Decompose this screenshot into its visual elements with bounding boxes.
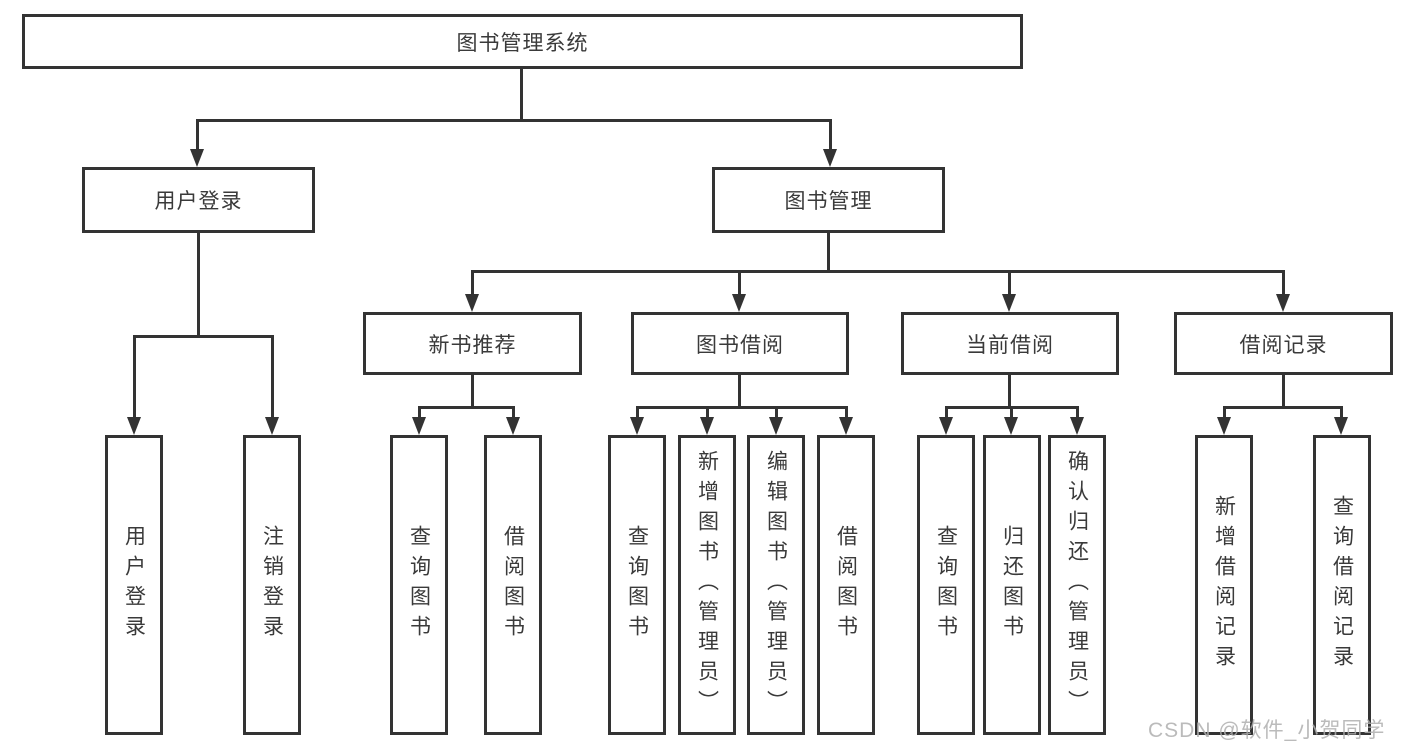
- node-label: 编辑图书（管理员）: [764, 450, 788, 720]
- connector-line: [197, 233, 200, 338]
- connector-line: [133, 335, 274, 338]
- node-borrow-books-1: 借阅图书: [484, 435, 542, 735]
- node-query-borrow-record: 查询借阅记录: [1313, 435, 1371, 735]
- connector-line: [738, 375, 741, 409]
- node-logout: 注销登录: [243, 435, 301, 735]
- node-label: 查询图书: [625, 525, 649, 645]
- node-query-books-1: 查询图书: [390, 435, 448, 735]
- node-borrow-books-2: 借阅图书: [817, 435, 875, 735]
- connector-line: [738, 270, 741, 298]
- arrowhead: [465, 294, 479, 312]
- connector-line: [1008, 270, 1011, 298]
- connector-line: [636, 406, 848, 409]
- connector-line: [520, 69, 523, 121]
- node-label: 用户登录: [154, 190, 243, 213]
- node-confirm-return-admin: 确认归还（管理员）: [1048, 435, 1106, 735]
- connector-line: [827, 233, 830, 273]
- connector-line: [471, 270, 474, 298]
- node-add-books-admin: 新增图书（管理员）: [678, 435, 736, 735]
- arrowhead: [939, 417, 953, 435]
- node-query-books-3: 查询图书: [917, 435, 975, 735]
- node-edit-books-admin: 编辑图书（管理员）: [747, 435, 805, 735]
- connector-line: [706, 406, 709, 420]
- connector-line: [471, 375, 474, 409]
- node-book-borrowing: 图书借阅: [631, 312, 849, 375]
- arrowhead: [700, 417, 714, 435]
- node-label: 查询图书: [934, 525, 958, 645]
- arrowhead: [506, 417, 520, 435]
- node-borrowing-records: 借阅记录: [1174, 312, 1393, 375]
- watermark: CSDN @软件_小贺同学: [1148, 719, 1386, 742]
- node-label: 图书管理: [784, 190, 873, 213]
- arrowhead: [412, 417, 426, 435]
- connector-line: [1010, 406, 1013, 420]
- node-user-login-leaf: 用户登录: [105, 435, 163, 735]
- arrowhead: [630, 417, 644, 435]
- node-book-management: 图书管理: [712, 167, 945, 233]
- arrowhead: [1334, 417, 1348, 435]
- connector-line: [775, 406, 778, 420]
- node-label: 借阅记录: [1239, 333, 1328, 357]
- connector-line: [471, 270, 1285, 273]
- connector-line: [1223, 406, 1343, 409]
- node-label: 图书借阅: [696, 333, 784, 357]
- connector-line: [1340, 406, 1343, 420]
- connector-line: [1223, 406, 1226, 420]
- node-root-book-management-system: 图书管理系统: [22, 14, 1023, 69]
- node-label: 当前借阅: [966, 333, 1054, 357]
- node-new-book-recommend: 新书推荐: [363, 312, 582, 375]
- connector-line: [1282, 270, 1285, 298]
- connector-line: [196, 119, 199, 153]
- node-label: 新增图书（管理员）: [695, 450, 719, 720]
- node-label: 注销登录: [260, 525, 284, 645]
- connector-line: [418, 406, 515, 409]
- arrowhead: [127, 417, 141, 435]
- connector-line: [1076, 406, 1079, 420]
- connector-line: [196, 119, 832, 122]
- node-label: 查询借阅记录: [1330, 495, 1354, 675]
- node-add-borrow-record: 新增借阅记录: [1195, 435, 1253, 735]
- arrowhead: [839, 417, 853, 435]
- node-current-borrowing: 当前借阅: [901, 312, 1119, 375]
- connector-line: [271, 335, 274, 421]
- connector-line: [1282, 375, 1285, 409]
- connector-line: [636, 406, 639, 420]
- connector-line: [845, 406, 848, 420]
- node-label: 归还图书: [1000, 525, 1024, 645]
- node-label: 借阅图书: [834, 525, 858, 645]
- node-label: 用户登录: [122, 525, 146, 645]
- arrowhead: [1004, 417, 1018, 435]
- node-user-login: 用户登录: [82, 167, 315, 233]
- node-label: 确认归还（管理员）: [1065, 450, 1089, 720]
- arrowhead: [1002, 294, 1016, 312]
- node-label: 新书推荐: [428, 333, 517, 357]
- arrowhead: [1276, 294, 1290, 312]
- node-label: 借阅图书: [501, 525, 525, 645]
- node-label: 查询图书: [407, 525, 431, 645]
- connector-line: [945, 406, 948, 420]
- arrowhead: [1217, 417, 1231, 435]
- arrowhead: [265, 417, 279, 435]
- arrowhead: [1070, 417, 1084, 435]
- connector-line: [418, 406, 421, 420]
- node-label: 图书管理系统: [456, 31, 589, 55]
- connector-line: [512, 406, 515, 420]
- arrowhead: [769, 417, 783, 435]
- connector-line: [829, 119, 832, 153]
- node-return-books: 归还图书: [983, 435, 1041, 735]
- connector-line: [1008, 375, 1011, 409]
- connector-line: [133, 335, 136, 421]
- node-query-books-2: 查询图书: [608, 435, 666, 735]
- arrowhead: [732, 294, 746, 312]
- node-label: 新增借阅记录: [1212, 495, 1236, 675]
- arrowhead: [823, 149, 837, 167]
- arrowhead: [190, 149, 204, 167]
